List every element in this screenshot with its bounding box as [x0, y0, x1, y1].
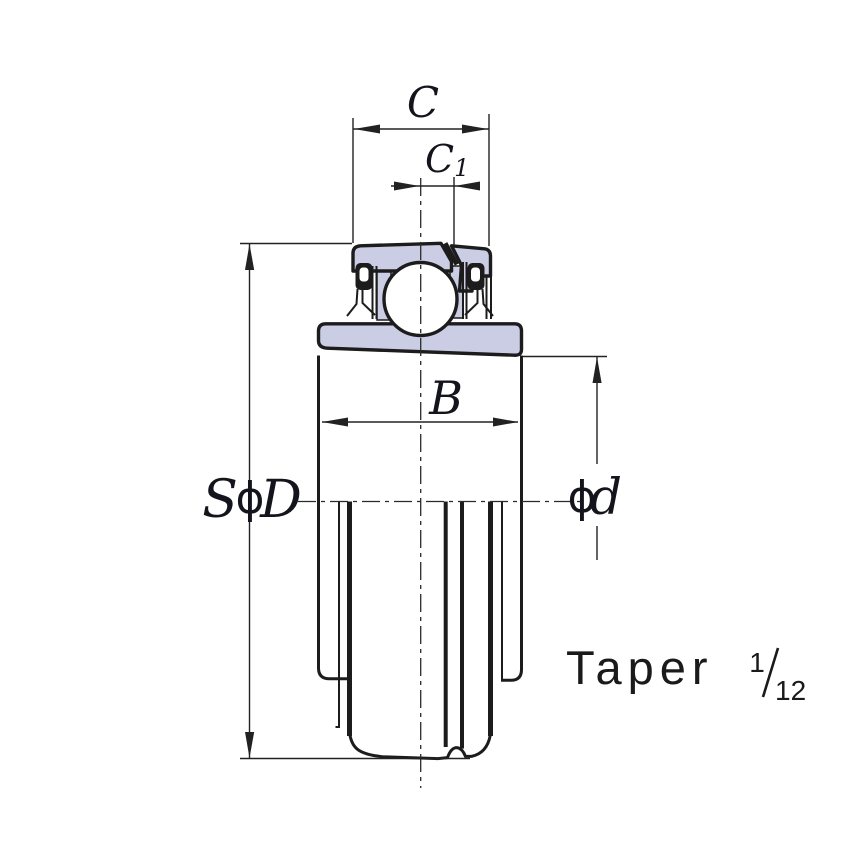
seal-right-lip	[471, 267, 480, 282]
label-c: C	[407, 78, 439, 127]
arrow-c1-right	[454, 181, 480, 191]
label-b: B	[428, 371, 463, 425]
seal-left-lip	[359, 267, 369, 282]
seal-case-left	[371, 266, 378, 319]
label-c1: C1	[425, 137, 469, 182]
seal-right	[462, 262, 494, 319]
arrow-c-right	[462, 124, 488, 134]
taper-denominator: 12	[775, 675, 806, 706]
arrow-b-right	[493, 417, 519, 427]
sleeve-bottom-face	[348, 733, 492, 761]
arrowheads	[245, 124, 602, 758]
sleeve-assembly	[317, 355, 523, 761]
inner-ring-section	[316, 322, 524, 357]
taper-numerator: 1	[749, 647, 765, 678]
arrow-b-left	[322, 417, 348, 427]
phi-symbol-left: ϕ	[235, 473, 264, 524]
extension-wall-left	[317, 355, 347, 681]
label-s: S	[202, 470, 238, 530]
label-c1-base: C	[425, 137, 454, 181]
label-c1-subscript: 1	[454, 154, 469, 182]
seal-case-right	[462, 262, 492, 319]
ring-groove	[443, 242, 459, 266]
slinger-left	[346, 288, 376, 317]
arrow-sd-top	[245, 244, 255, 270]
arrow-d-top	[592, 357, 602, 383]
taper-fraction-slash	[761, 647, 780, 698]
label-small-d: d	[590, 468, 622, 526]
arrow-c-left	[354, 124, 380, 134]
taper-word: Taper	[566, 641, 714, 694]
sleeve-outer-left	[335, 501, 340, 728]
seal-left	[346, 263, 378, 319]
label-phi-d: ϕ d	[567, 468, 622, 526]
label-s-phi-d: S ϕ D	[202, 470, 302, 530]
phi-symbol-right: ϕ	[567, 472, 596, 523]
taper-annotation: Taper 1 12	[566, 641, 806, 706]
arrow-c1-left	[394, 181, 420, 191]
extension-wall-right	[501, 355, 523, 682]
centerlines	[298, 178, 585, 788]
slinger-right	[464, 288, 494, 317]
dimensions	[240, 114, 607, 760]
label-big-d: D	[259, 470, 302, 530]
arrow-sd-bottom	[245, 732, 255, 758]
bearing-assembly	[316, 241, 524, 357]
